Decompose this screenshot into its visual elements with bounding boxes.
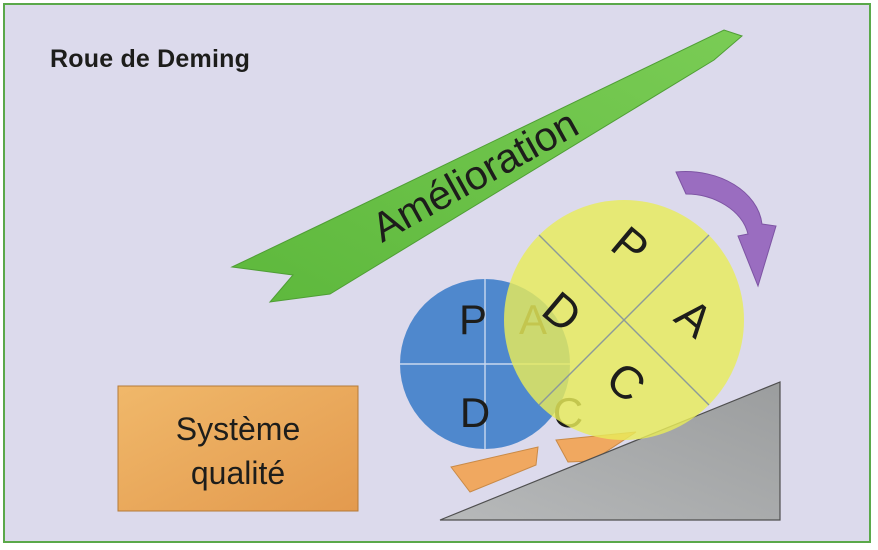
large-pdca-wheel: P A C D — [504, 200, 744, 440]
diagram-title: Roue de Deming — [50, 45, 251, 73]
small-wheel-letter-d: D — [460, 389, 490, 436]
rotation-arrow-icon — [675, 171, 777, 288]
small-wheel-letter-p: P — [459, 296, 487, 343]
wedge-block-left — [450, 446, 539, 493]
quality-system-label-line1: Système — [176, 411, 300, 447]
quality-system-box: Système qualité — [117, 385, 359, 512]
quality-system-label-line2: qualité — [191, 455, 285, 491]
